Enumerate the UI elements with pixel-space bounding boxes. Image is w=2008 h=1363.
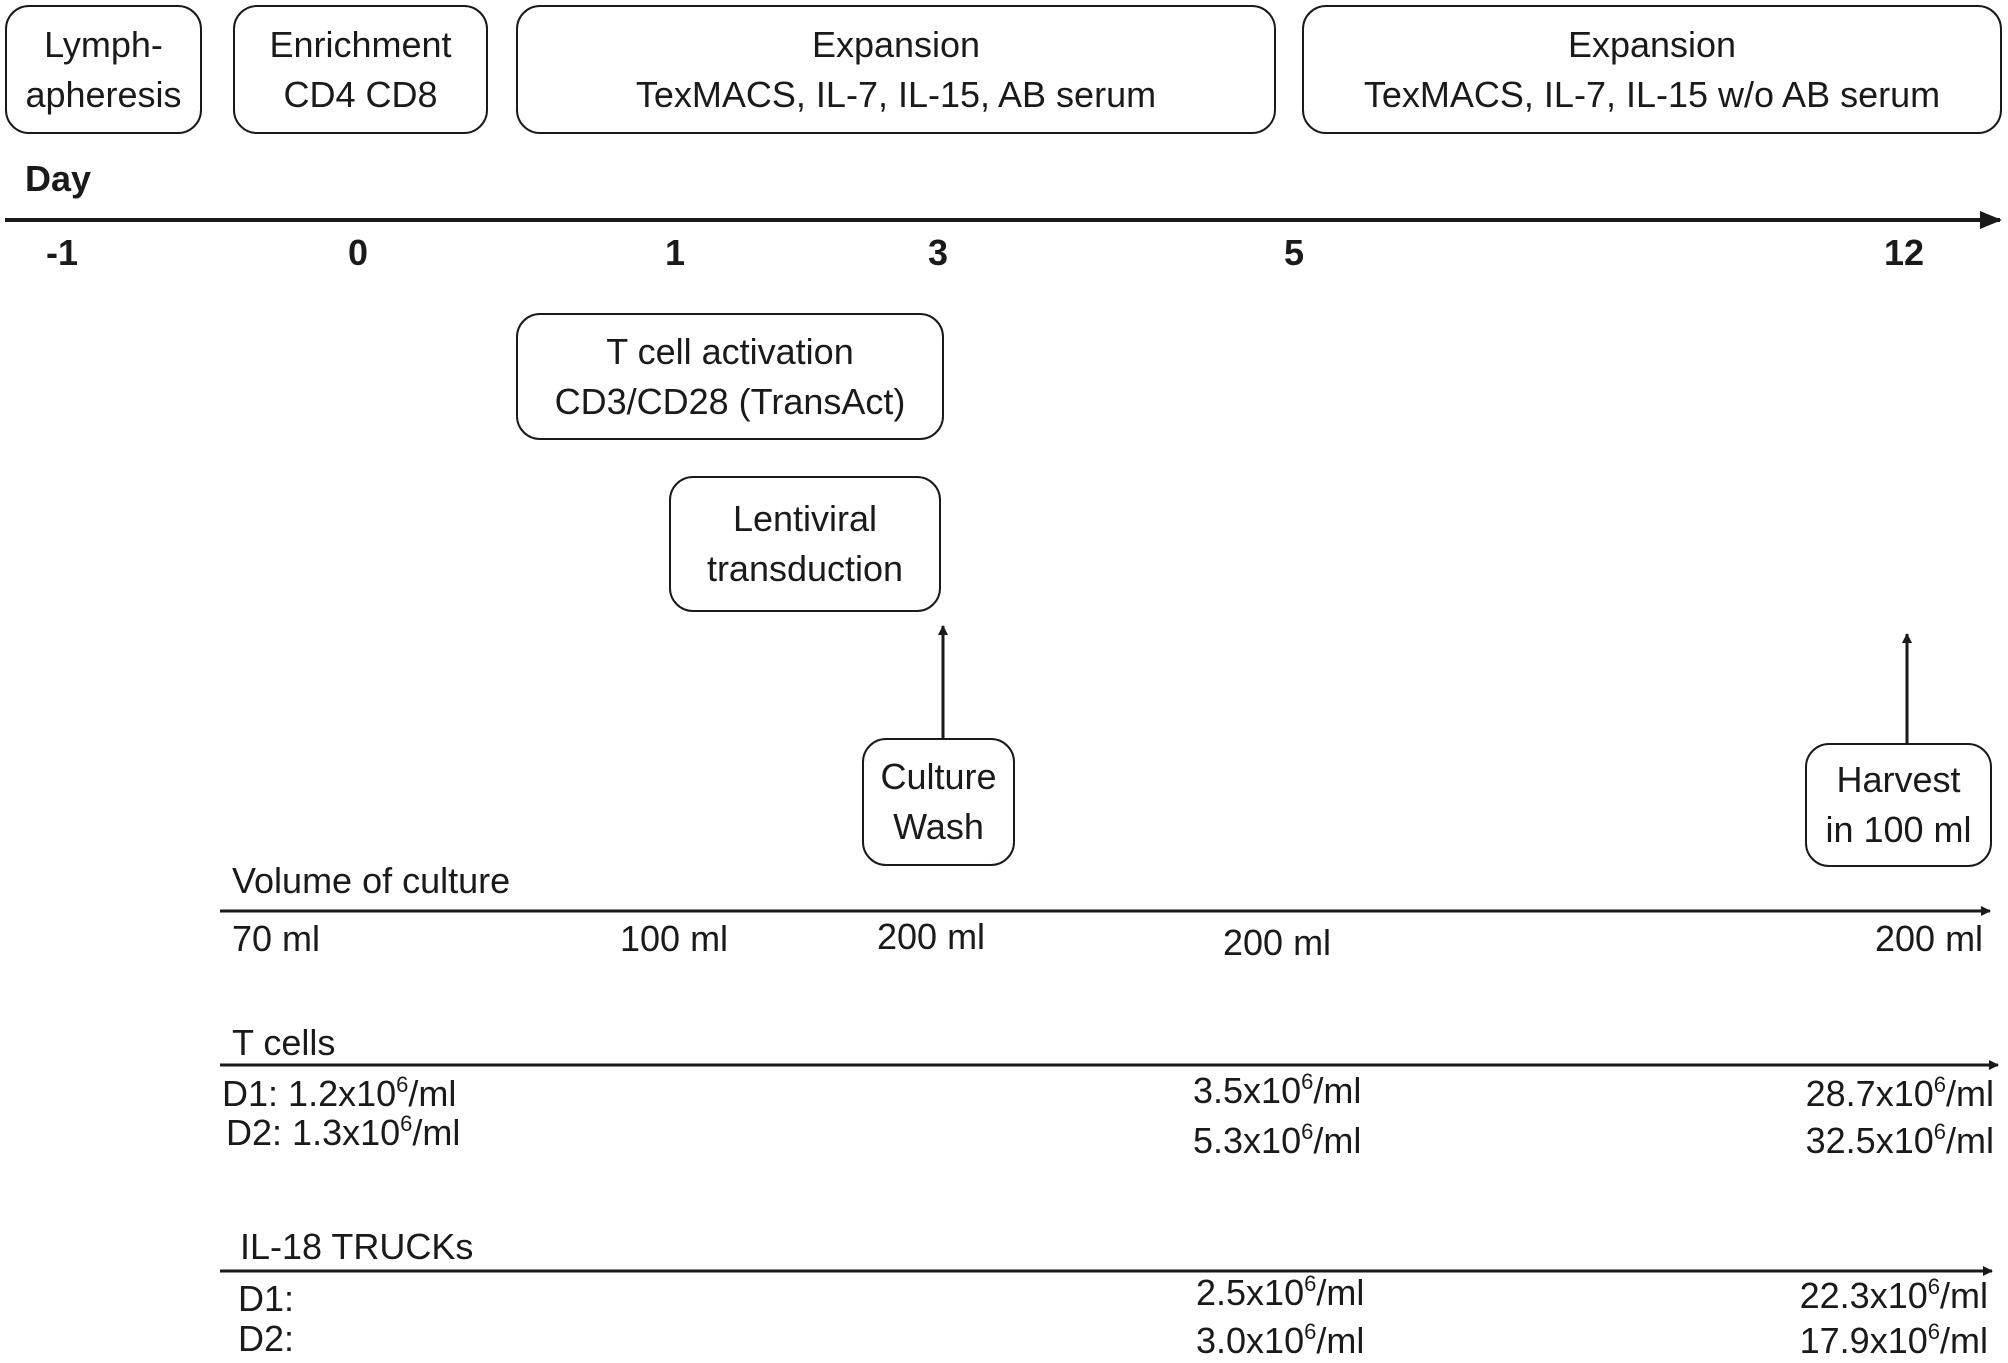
- trucks-d2-day12: 17.9x106/ml: [1800, 1320, 1988, 1362]
- unit-suffix: /ml: [1940, 1320, 1988, 1361]
- tcells-d1-day12: 28.7x106/ml: [1806, 1073, 1994, 1115]
- trucks-d2-day5: 3.0x106/ml: [1196, 1320, 1364, 1362]
- volume-value: 200 ml: [1223, 922, 1332, 963]
- phase-lymphapheresis-line1: Lymph-: [44, 23, 163, 65]
- exponent: 6: [400, 1111, 413, 1136]
- exponent: 6: [396, 1072, 409, 1097]
- day-axis-label: Day: [25, 158, 92, 199]
- tcells-d1-day5: 3.5x106/ml: [1193, 1070, 1361, 1112]
- unit-suffix: /ml: [408, 1073, 457, 1114]
- step-culture-wash: Culture Wash: [862, 738, 1015, 866]
- step-harvest: Harvest in 100 ml: [1805, 743, 1992, 867]
- step-lentiviral-transduction: Lentiviral transduction: [669, 476, 941, 612]
- volume-value: 70 ml: [232, 918, 321, 959]
- phase-enrichment-line2: CD4 CD8: [283, 73, 438, 115]
- trucks-d1-label: D1:: [238, 1278, 295, 1319]
- trucks-d1-day5-base: 2.5x10: [1196, 1272, 1305, 1313]
- exponent: 6: [1933, 1072, 1946, 1097]
- volume-value: 100 ml: [620, 918, 729, 959]
- harvest-line2: in 100 ml: [1825, 809, 1972, 850]
- day-tick: 0: [347, 232, 369, 273]
- unit-suffix: /ml: [1946, 1120, 1994, 1161]
- phase-expansion-noab-media: TexMACS, IL-7, IL-15 w/o AB serum: [1363, 73, 1941, 115]
- wash-line1: Culture: [880, 756, 997, 797]
- unit-suffix: /ml: [1313, 1070, 1362, 1111]
- volume-value: 200 ml: [1875, 918, 1984, 959]
- transduction-line2: transduction: [706, 548, 904, 589]
- day-tick: 3: [927, 232, 949, 273]
- tcells-d1-day5-base: 3.5x10: [1193, 1070, 1302, 1111]
- exponent: 6: [1301, 1119, 1314, 1144]
- day-tick: 12: [1883, 232, 1925, 273]
- phase-enrichment: Enrichment CD4 CD8: [233, 5, 488, 134]
- volume-value: 200 ml: [877, 916, 986, 957]
- phase-expansion-noab-title: Expansion: [1567, 23, 1737, 65]
- harvest-line1: Harvest: [1836, 759, 1961, 800]
- tcells-d1-day12-base: 28.7x10: [1805, 1073, 1934, 1114]
- step-t-cell-activation: T cell activation CD3/CD28 (TransAct): [516, 313, 944, 440]
- trucks-title: IL-18 TRUCKs: [240, 1226, 474, 1267]
- tcells-d2-day5-base: 5.3x10: [1193, 1120, 1302, 1161]
- activation-line2: CD3/CD28 (TransAct): [554, 380, 906, 422]
- unit-suffix: /ml: [1946, 1073, 1994, 1114]
- day-tick: -1: [45, 232, 79, 273]
- exponent: 6: [1933, 1119, 1946, 1144]
- tcells-d1-start: D1: 1.2x106/ml: [222, 1073, 456, 1115]
- trucks-d2-day5-base: 3.0x10: [1196, 1320, 1305, 1361]
- trucks-d2-label: D2:: [238, 1318, 295, 1359]
- exponent: 6: [1304, 1319, 1317, 1344]
- tcells-d1-start-base: 1.2x10: [288, 1073, 397, 1114]
- exponent: 6: [1301, 1069, 1314, 1094]
- wash-line2: Wash: [893, 806, 984, 847]
- tcells-title: T cells: [232, 1022, 336, 1063]
- trucks-d1-day12: 22.3x106/ml: [1800, 1275, 1988, 1317]
- phase-expansion-no-ab-serum: Expansion TexMACS, IL-7, IL-15 w/o AB se…: [1302, 5, 2002, 134]
- tcells-d1-label: D1:: [222, 1073, 279, 1114]
- day-tick: 5: [1283, 232, 1305, 273]
- tcells-d2-start: D2: 1.3x106/ml: [226, 1112, 460, 1154]
- volume-title: Volume of culture: [232, 860, 511, 901]
- phase-lymphapheresis-line2: apheresis: [25, 73, 182, 115]
- phase-lymphapheresis: Lymph- apheresis: [5, 5, 202, 134]
- phase-expansion-ab-media: TexMACS, IL-7, IL-15, AB serum: [635, 73, 1157, 115]
- unit-suffix: /ml: [412, 1112, 461, 1153]
- tcells-d2-label: D2:: [226, 1112, 283, 1153]
- phase-expansion-ab-title: Expansion: [811, 23, 981, 65]
- activation-line1: T cell activation: [606, 330, 854, 372]
- unit-suffix: /ml: [1313, 1120, 1362, 1161]
- day-tick: 1: [664, 232, 686, 273]
- exponent: 6: [1927, 1319, 1940, 1344]
- exponent: 6: [1304, 1271, 1317, 1296]
- tcells-d2-start-base: 1.3x10: [292, 1112, 401, 1153]
- tcells-d2-day12-base: 32.5x10: [1805, 1120, 1934, 1161]
- exponent: 6: [1927, 1274, 1940, 1299]
- trucks-d1-day5: 2.5x106/ml: [1196, 1272, 1364, 1314]
- transduction-line1: Lentiviral: [732, 498, 878, 539]
- phase-enrichment-line1: Enrichment: [269, 23, 452, 65]
- unit-suffix: /ml: [1316, 1272, 1365, 1313]
- unit-suffix: /ml: [1940, 1275, 1988, 1316]
- tcells-d2-day5: 5.3x106/ml: [1193, 1120, 1361, 1162]
- unit-suffix: /ml: [1316, 1320, 1365, 1361]
- trucks-d1-day12-base: 22.3x10: [1799, 1275, 1928, 1316]
- phase-expansion-ab-serum: Expansion TexMACS, IL-7, IL-15, AB serum: [516, 5, 1276, 134]
- tcells-d2-day12: 32.5x106/ml: [1806, 1120, 1994, 1162]
- trucks-d2-day12-base: 17.9x10: [1799, 1320, 1928, 1361]
